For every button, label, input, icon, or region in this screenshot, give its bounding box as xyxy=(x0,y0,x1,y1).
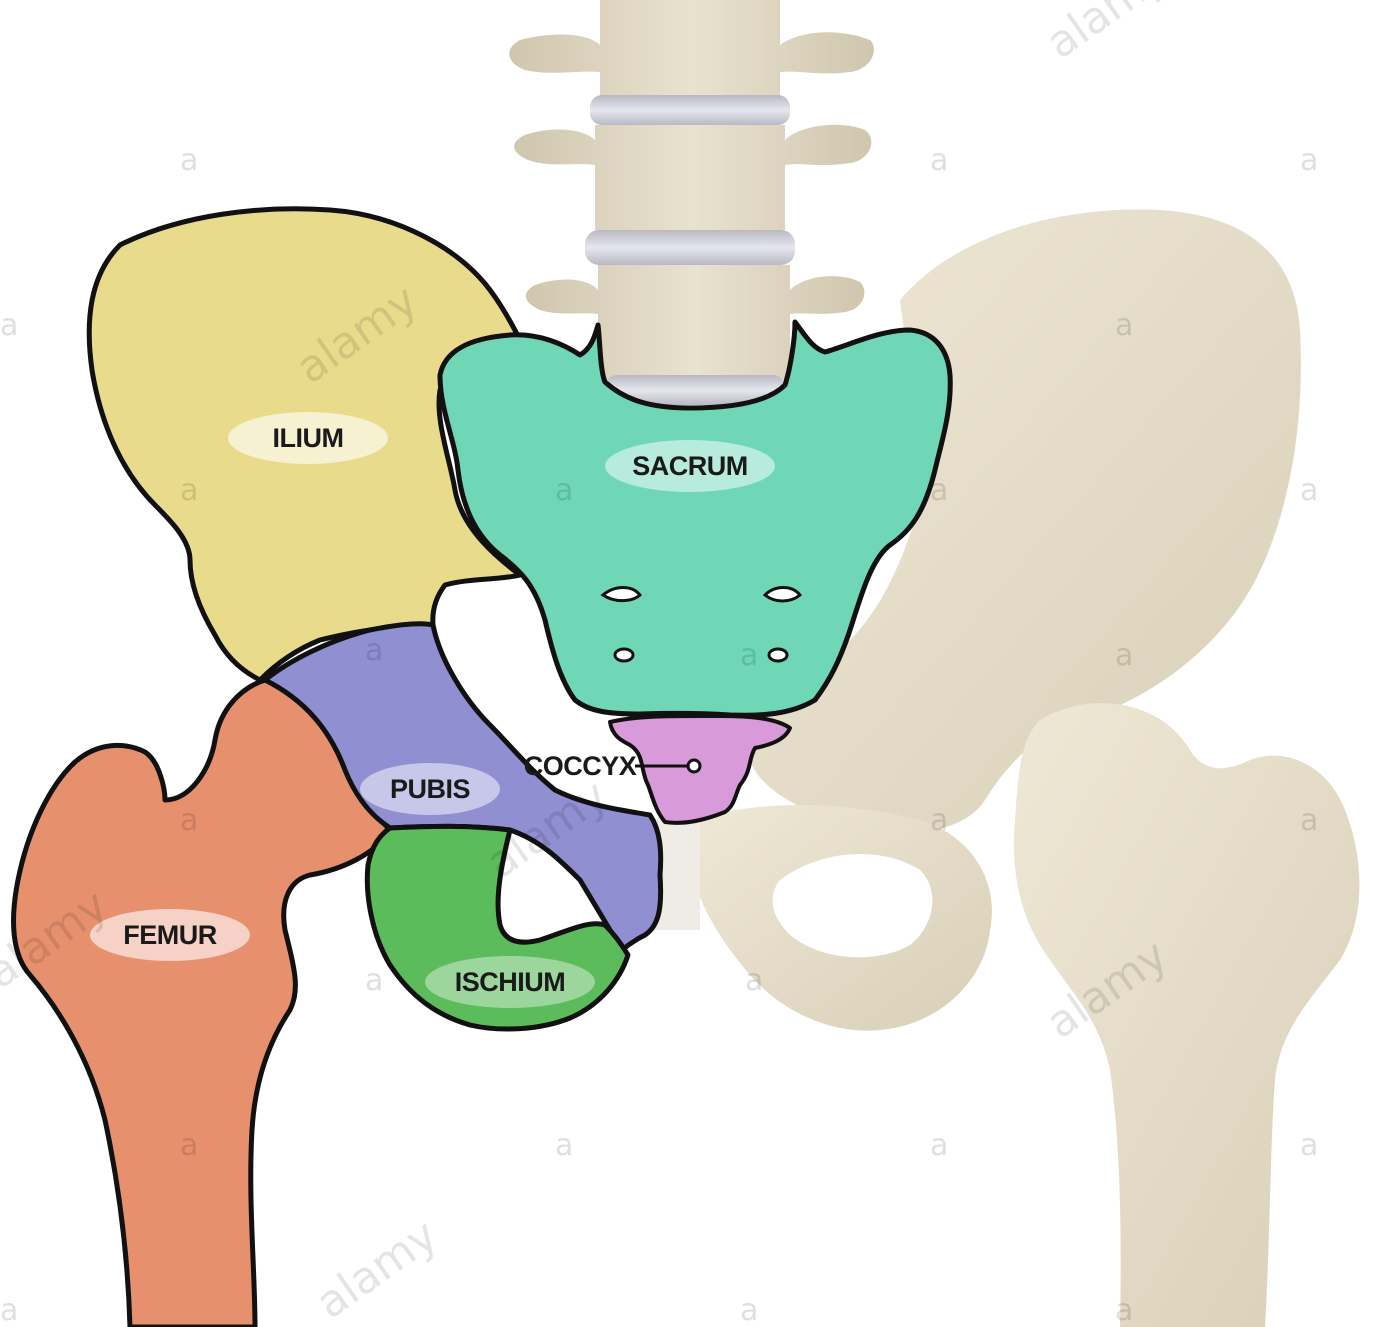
label-ilium-text: ILIUM xyxy=(273,423,344,453)
foramen-right-2 xyxy=(769,649,787,661)
watermark-mark-14: a xyxy=(1300,803,1318,838)
watermark-mark-18: a xyxy=(555,1128,573,1163)
watermark-mark-19: a xyxy=(930,1128,948,1163)
label-pubis-text: PUBIS xyxy=(390,774,470,804)
watermark-mark-7: a xyxy=(930,473,948,508)
watermark-mark-8: a xyxy=(1300,473,1318,508)
watermark-mark-2: a xyxy=(930,143,948,178)
watermark-mark-13: a xyxy=(930,803,948,838)
watermark-mark-11: a xyxy=(1115,638,1133,673)
watermark-mark-21: a xyxy=(740,1293,758,1327)
watermark-mark-1: a xyxy=(180,143,198,178)
label-ilium: ILIUM xyxy=(228,412,388,464)
disc-1 xyxy=(590,95,790,125)
watermark-mark-5: a xyxy=(180,473,198,508)
watermark-brand-5: alamy xyxy=(307,1210,447,1327)
label-ischium-text: ISCHIUM xyxy=(455,967,566,997)
femur-region xyxy=(14,680,390,1327)
label-femur-text: FEMUR xyxy=(123,920,217,950)
label-sacrum: SACRUM xyxy=(605,440,775,492)
watermark-mark-9: a xyxy=(365,633,383,668)
foramen-left-2 xyxy=(615,649,633,661)
watermark-brand-4: alamy xyxy=(1037,0,1177,69)
watermark-mark-10: a xyxy=(740,638,758,673)
foramen-right-1 xyxy=(765,588,800,602)
label-sacrum-text: SACRUM xyxy=(632,451,748,481)
label-femur: FEMUR xyxy=(90,909,250,961)
watermark-mark-23: a xyxy=(0,1293,18,1327)
watermark-mark-3: a xyxy=(1300,143,1318,178)
watermark-mark-6: a xyxy=(555,473,573,508)
watermark-mark-12: a xyxy=(180,803,198,838)
watermark-mark-15: a xyxy=(365,963,383,998)
coccyx-pointer-dot xyxy=(688,760,700,772)
watermark-mark-4: a xyxy=(1115,308,1133,343)
watermark-mark-16: a xyxy=(745,963,763,998)
watermark-mark-17: a xyxy=(180,1128,198,1163)
vertebra-l4 xyxy=(514,125,871,230)
watermark-mark-20: a xyxy=(1300,1128,1318,1163)
watermark-mark-22: a xyxy=(1115,1293,1133,1327)
watermark-mark-24: a xyxy=(0,308,18,343)
label-pubis: PUBIS xyxy=(360,763,500,815)
vertebra-l3 xyxy=(509,0,874,100)
disc-2 xyxy=(585,230,795,265)
label-ischium: ISCHIUM xyxy=(425,956,595,1008)
